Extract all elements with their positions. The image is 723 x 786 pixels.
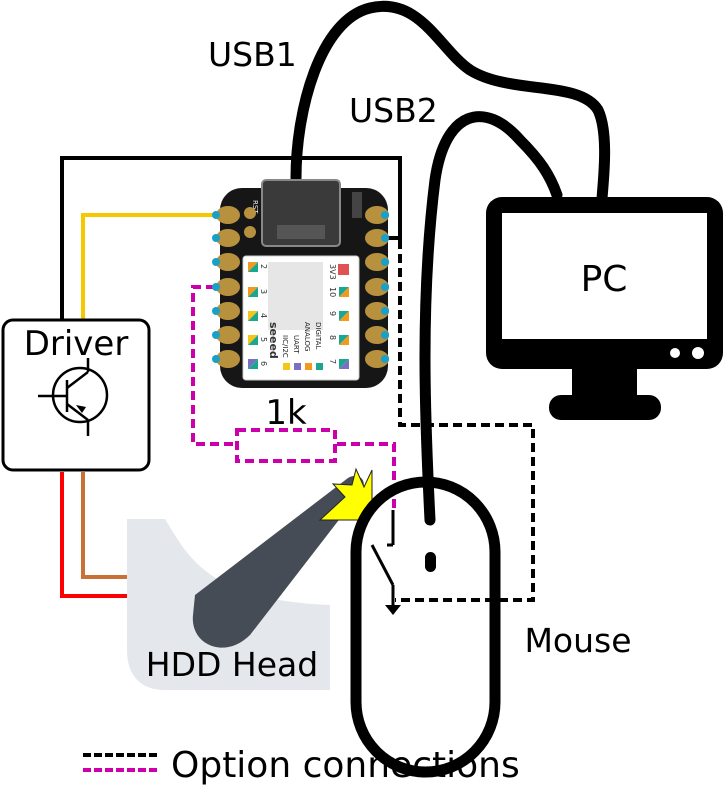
pin-label: 5 bbox=[259, 337, 268, 342]
pin-label: 10 bbox=[328, 287, 337, 297]
right-pin-header bbox=[365, 206, 389, 368]
legend-label-digital: DIGITAL bbox=[314, 322, 322, 349]
pin-label: 3V3 bbox=[328, 264, 337, 280]
resistor-1k bbox=[235, 428, 337, 463]
usb1-cable bbox=[290, 0, 611, 206]
mouse-body bbox=[350, 476, 501, 778]
pc-monitor-icon bbox=[486, 197, 723, 420]
pin-label: 4 bbox=[259, 313, 268, 318]
legend-text: Option connections bbox=[171, 745, 520, 786]
legend-swatch-i2c bbox=[283, 363, 290, 370]
pin-label: 2 bbox=[259, 264, 268, 269]
option-connection-black bbox=[395, 240, 535, 602]
legend-swatch-analog bbox=[305, 363, 312, 370]
pin-label: 8 bbox=[328, 335, 337, 340]
yellow-wire bbox=[81, 213, 216, 320]
rst-label: RST bbox=[251, 200, 259, 214]
usb2-label: USB2 bbox=[349, 91, 438, 130]
legend: Option connections bbox=[83, 745, 520, 786]
driver-box bbox=[1, 318, 151, 472]
pin-label: 6 bbox=[259, 361, 268, 366]
black-wire-gnd bbox=[60, 156, 402, 320]
pin-label: 9 bbox=[328, 311, 337, 316]
hdd-head-label: HDD Head bbox=[146, 645, 318, 684]
pc-label: PC bbox=[581, 259, 628, 300]
pin-3v3-marker bbox=[338, 264, 349, 275]
resistor-label: 1k bbox=[265, 393, 307, 433]
legend-label-analog: ANALOG bbox=[303, 322, 311, 351]
legend-label-uart: UART bbox=[292, 335, 300, 354]
xiao-board: RST bbox=[220, 179, 388, 388]
usb2-cable bbox=[419, 111, 563, 526]
legend-label-i2c: IIC/I2C bbox=[281, 335, 289, 358]
brown-wire bbox=[81, 472, 128, 579]
legend-swatch-digital bbox=[316, 363, 323, 370]
mouse-wheel bbox=[425, 552, 436, 572]
mouse-switch-arrow bbox=[385, 605, 401, 615]
transistor-arrow bbox=[76, 405, 86, 413]
usb1-label: USB1 bbox=[208, 35, 297, 74]
pin-label: 3 bbox=[259, 289, 268, 294]
driver-label: Driver bbox=[24, 324, 129, 364]
mouse-switch-icon bbox=[370, 510, 395, 610]
seeed-logo: seeed bbox=[267, 322, 280, 359]
mouse-label: Mouse bbox=[524, 621, 631, 660]
legend-swatch-uart bbox=[294, 363, 301, 370]
pin-markers-right bbox=[339, 287, 349, 369]
red-wire bbox=[60, 472, 128, 598]
transistor-icon bbox=[38, 358, 109, 436]
pin-label: 7 bbox=[328, 359, 337, 364]
pin-markers-left bbox=[248, 262, 258, 369]
left-pin-header bbox=[212, 206, 240, 368]
